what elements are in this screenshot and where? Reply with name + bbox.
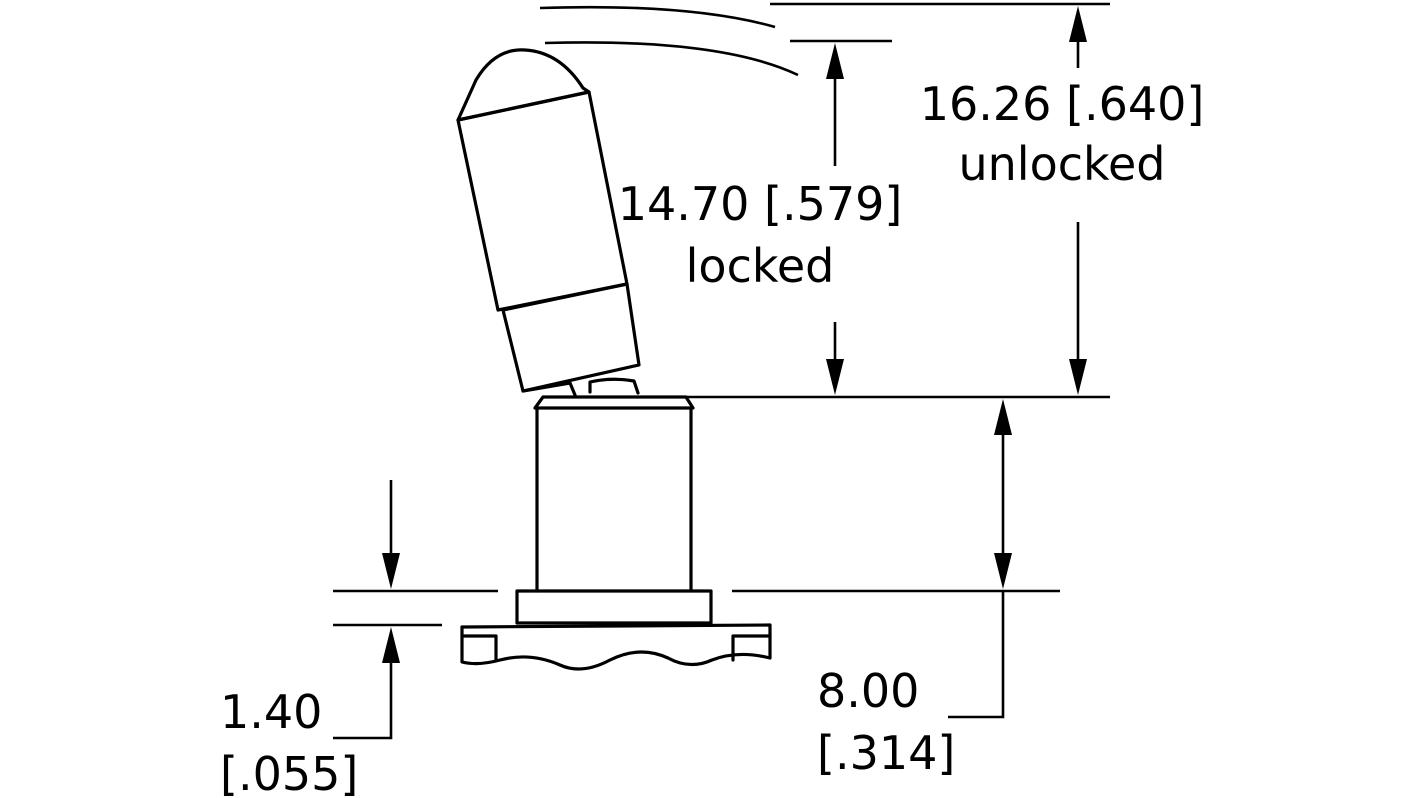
extension-lines (333, 2, 1110, 627)
mounting-flange (515, 589, 713, 625)
arrow-down-icon (1069, 359, 1087, 395)
bushing-body (535, 406, 693, 593)
arrow-down-icon (994, 553, 1012, 589)
bushing-dimension: 8.00 [.314] (817, 399, 1012, 780)
housing-notch-left (460, 634, 498, 662)
unlocked-dimension-value: 16.26 [.640] (920, 77, 1205, 131)
pivot-nub (588, 377, 640, 395)
housing-notch-right (731, 634, 772, 662)
locked-dimension: 14.70 [.579] locked (618, 43, 903, 395)
arrow-down-icon (826, 359, 844, 395)
lever-cap (456, 48, 591, 122)
arrow-up-icon (826, 43, 844, 79)
housing-body (460, 623, 772, 671)
bushing-top (533, 395, 695, 410)
locked-dimension-note: locked (686, 239, 835, 293)
lever-shaft-lower (501, 282, 641, 393)
flange-dimension-inch: [.055] (220, 747, 358, 798)
lever-sleeve-upper (456, 90, 629, 312)
arrow-down-icon (382, 553, 400, 589)
arrow-up-icon (1069, 6, 1087, 42)
toggle-switch-outline (456, 48, 772, 671)
bushing-dimension-inch: [.314] (817, 726, 955, 780)
flange-dimension: 1.40 [.055] (220, 480, 400, 798)
unlocked-dimension: 16.26 [.640] unlocked (920, 6, 1205, 395)
unlocked-dimension-note: unlocked (958, 137, 1165, 191)
flange-dimension-value: 1.40 (220, 685, 322, 739)
arrow-up-icon (382, 627, 400, 663)
lever-pivot (521, 381, 577, 397)
bushing-dimension-value: 8.00 (817, 664, 919, 718)
arrow-up-icon (994, 399, 1012, 435)
locked-dimension-value: 14.70 [.579] (618, 177, 903, 231)
